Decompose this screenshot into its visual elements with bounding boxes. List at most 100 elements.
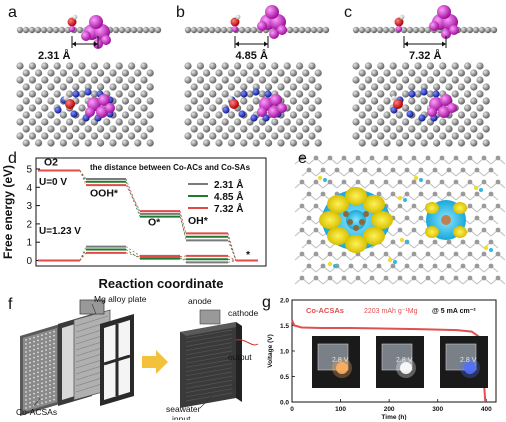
carbon-atom <box>414 132 422 140</box>
carbon-atom <box>302 83 310 91</box>
carbon-atom <box>53 62 61 70</box>
carbon-atom-side <box>358 26 366 34</box>
carbon-atom <box>35 139 43 147</box>
lattice-atom <box>327 155 333 161</box>
lattice-atom <box>467 275 473 281</box>
led-glow <box>400 362 412 374</box>
carbon-atom <box>377 76 385 84</box>
lattice-atom <box>411 275 417 281</box>
lattice-atom <box>481 251 487 257</box>
energy-connector <box>179 213 187 241</box>
carbon-atom <box>283 90 291 98</box>
carbon-atom <box>240 83 248 91</box>
carbon-atom <box>252 139 260 147</box>
carbon-atom <box>221 76 229 84</box>
carbon-atom <box>84 139 92 147</box>
carbon-atom <box>109 69 117 77</box>
carbon-atom <box>47 111 55 119</box>
panel-label-d: d <box>8 150 17 167</box>
carbon-atom <box>190 125 198 133</box>
carbon-atom <box>457 125 465 133</box>
lattice-atom <box>474 239 480 245</box>
carbon-atom <box>140 76 148 84</box>
carbon-atom-side <box>352 26 360 34</box>
battery-device-illustration: Mg alloy plate anode cathode output seaw… <box>16 294 259 420</box>
carbon-atom <box>296 104 304 112</box>
carbon-atom <box>371 125 379 133</box>
carbon-atom-side <box>316 26 324 34</box>
current-density-label: @ 5 mA cm⁻² <box>432 308 476 315</box>
carbon-atom <box>371 83 379 91</box>
carbon-atom <box>215 139 223 147</box>
lattice-atom <box>313 275 319 281</box>
carbon-atom <box>203 139 211 147</box>
carbon-atom <box>383 111 391 119</box>
carbon-atom <box>302 97 310 105</box>
nitrogen-atom <box>84 88 92 96</box>
carbon-atom-side <box>148 26 156 34</box>
lattice-atom <box>425 275 431 281</box>
carbon-atom <box>296 132 304 140</box>
carbon-atom-side <box>484 26 492 34</box>
lattice-atom <box>460 191 466 197</box>
carbon-atom <box>482 69 490 77</box>
co-cluster-atom-top <box>268 106 280 118</box>
carbon-atom <box>408 125 416 133</box>
carbon-atom <box>121 111 129 119</box>
carbon-atom-side <box>196 26 204 34</box>
lattice-atom <box>446 239 452 245</box>
carbon-atom <box>90 62 98 70</box>
co-cluster-atom <box>277 25 287 35</box>
lattice-atom <box>404 263 410 269</box>
carbon-atom <box>184 118 192 126</box>
carbon-atom <box>66 90 74 98</box>
carbon-atom <box>90 76 98 84</box>
carbon-atom <box>66 62 74 70</box>
legend-title: the distance between Co-ACs and Co-SAs <box>90 163 251 172</box>
carbon-atom <box>283 118 291 126</box>
lattice-atom <box>390 263 396 269</box>
energy-connector <box>179 258 187 260</box>
carbon-atom <box>482 139 490 147</box>
carbon-atom <box>457 69 465 77</box>
co-cluster-atom-top <box>96 106 108 118</box>
x-tick-label: 300 <box>432 406 443 413</box>
carbon-atom <box>121 69 129 77</box>
y-tick-label: 0.0 <box>280 400 289 407</box>
carbon-atom <box>215 97 223 105</box>
carbon-atom <box>215 111 223 119</box>
carbon-atom <box>289 69 297 77</box>
carbon-atom <box>402 104 410 112</box>
carbon-atom <box>246 76 254 84</box>
carbon-atom-side <box>424 26 432 34</box>
carbon-atom-side <box>250 26 258 34</box>
carbon-atom <box>115 104 123 112</box>
carbon-atom <box>221 118 229 126</box>
carbon-atom <box>209 90 217 98</box>
carbon-atom-side <box>412 26 420 34</box>
carbon-atom-side <box>472 26 480 34</box>
oxygen-atom <box>394 17 404 27</box>
lattice-atom <box>299 179 305 185</box>
co-cluster-atom <box>437 5 451 19</box>
energy-connector <box>125 246 141 257</box>
lattice-atom <box>397 275 403 281</box>
carbon-atom <box>234 90 242 98</box>
lattice-atom <box>481 179 487 185</box>
carbon-atom-side <box>292 26 300 34</box>
lattice-atom <box>481 227 487 233</box>
carbon-atom <box>84 69 92 77</box>
lattice-atom <box>467 203 473 209</box>
carbon-atom <box>115 76 123 84</box>
carbon-atom <box>420 125 428 133</box>
nitrogen-atom <box>222 106 230 114</box>
carbon-atom-side <box>298 26 306 34</box>
lattice-atom <box>411 179 417 185</box>
lattice-atom <box>425 251 431 257</box>
lattice-atom <box>313 251 319 257</box>
carbon-atom <box>134 125 142 133</box>
lattice-atom <box>306 215 312 221</box>
carbon-atom <box>97 83 105 91</box>
energy-connector <box>79 170 87 186</box>
